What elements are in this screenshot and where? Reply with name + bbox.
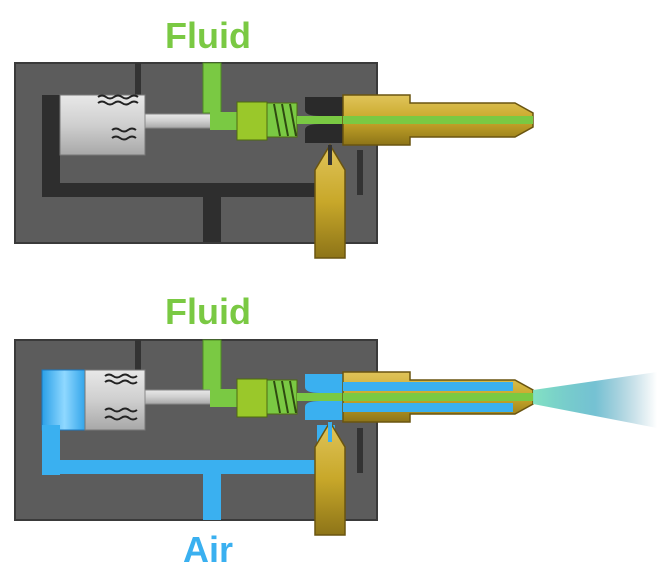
diagram-on	[14, 339, 657, 536]
air-poppet	[314, 143, 346, 259]
fluid-label-bottom: Fluid	[165, 291, 251, 332]
needle-valve	[236, 378, 268, 418]
spray-mist	[533, 372, 657, 428]
fluid-inlet	[202, 62, 222, 114]
fluid-label-top: Fluid	[165, 15, 251, 56]
right-slot	[357, 428, 363, 473]
air-cap-bottom	[305, 124, 350, 143]
air-channel	[42, 460, 317, 474]
air-inlet	[203, 468, 221, 520]
diagram-off	[14, 62, 534, 259]
piston	[84, 369, 146, 431]
piston-spring	[97, 94, 139, 141]
fluid-passage	[210, 389, 245, 407]
air-cap-top	[305, 374, 350, 393]
air-cap-bottom	[305, 401, 350, 420]
piston-spring	[104, 373, 138, 421]
right-slot	[357, 150, 363, 195]
piston	[59, 94, 146, 156]
air-channel-down	[203, 190, 221, 242]
top-channel	[135, 63, 141, 111]
air-label: Air	[183, 529, 234, 570]
top-channel	[135, 340, 141, 386]
air-cavity	[41, 369, 88, 431]
air-cap-top	[305, 97, 350, 116]
needle-valve	[236, 101, 268, 141]
air-channel	[42, 183, 317, 197]
fluid-inlet	[202, 339, 222, 391]
air-poppet	[314, 420, 346, 536]
piston-cavity	[42, 95, 60, 195]
